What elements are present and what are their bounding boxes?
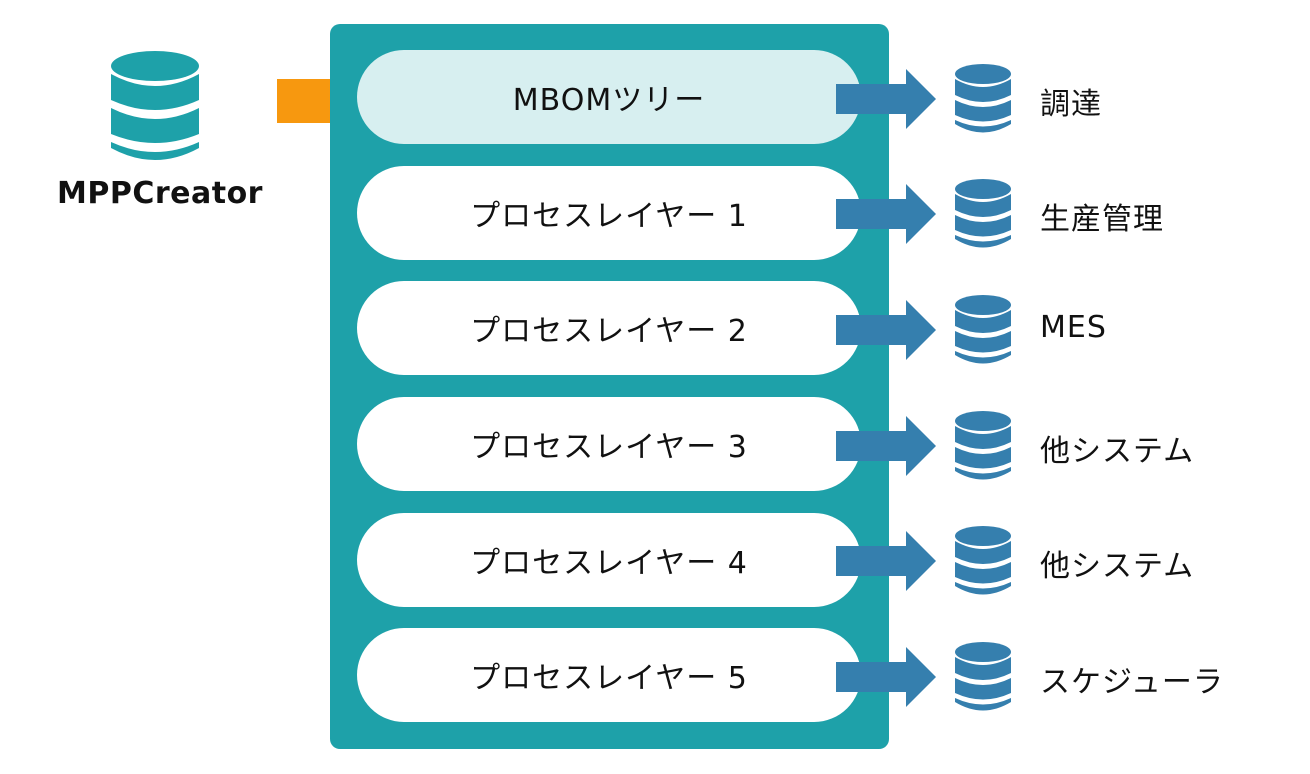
layer-label: プロセスレイヤー 1 (470, 199, 748, 234)
layer-process-3[interactable]: プロセスレイヤー 3 (357, 397, 861, 491)
target-database-icon (954, 294, 1012, 366)
layer-container: MBOMツリー プロセスレイヤー 1 プロセスレイヤー 2 プロセスレイヤー 3… (330, 24, 889, 749)
output-arrow-icon (836, 69, 936, 133)
target-database-icon (954, 410, 1012, 482)
output-arrow-icon (836, 531, 936, 595)
layer-label: プロセスレイヤー 2 (470, 314, 748, 349)
layer-process-2[interactable]: プロセスレイヤー 2 (357, 281, 861, 375)
source-label: MPPCreator (57, 176, 263, 211)
target-database-icon (954, 525, 1012, 597)
output-arrow-icon (836, 300, 936, 364)
target-database-icon (954, 178, 1012, 250)
target-label: MES (1040, 310, 1107, 345)
target-database-icon (954, 641, 1012, 713)
source-database-icon (108, 48, 202, 166)
layer-process-4[interactable]: プロセスレイヤー 4 (357, 513, 861, 607)
target-label: 調達 (1040, 87, 1102, 122)
layer-mbom-tree[interactable]: MBOMツリー (357, 50, 861, 144)
layer-label: プロセスレイヤー 4 (470, 546, 748, 581)
layer-process-1[interactable]: プロセスレイヤー 1 (357, 166, 861, 260)
target-label: 他システム (1040, 549, 1195, 584)
target-database-icon (954, 63, 1012, 135)
layer-process-5[interactable]: プロセスレイヤー 5 (357, 628, 861, 722)
output-arrow-icon (836, 184, 936, 248)
layer-label: MBOMツリー (512, 83, 706, 118)
target-label: 他システム (1040, 434, 1195, 469)
layer-label: プロセスレイヤー 5 (470, 661, 748, 696)
output-arrow-icon (836, 416, 936, 480)
target-label: 生産管理 (1040, 202, 1164, 237)
layer-label: プロセスレイヤー 3 (470, 430, 748, 465)
target-label: スケジューラ (1040, 665, 1224, 700)
output-arrow-icon (836, 647, 936, 711)
